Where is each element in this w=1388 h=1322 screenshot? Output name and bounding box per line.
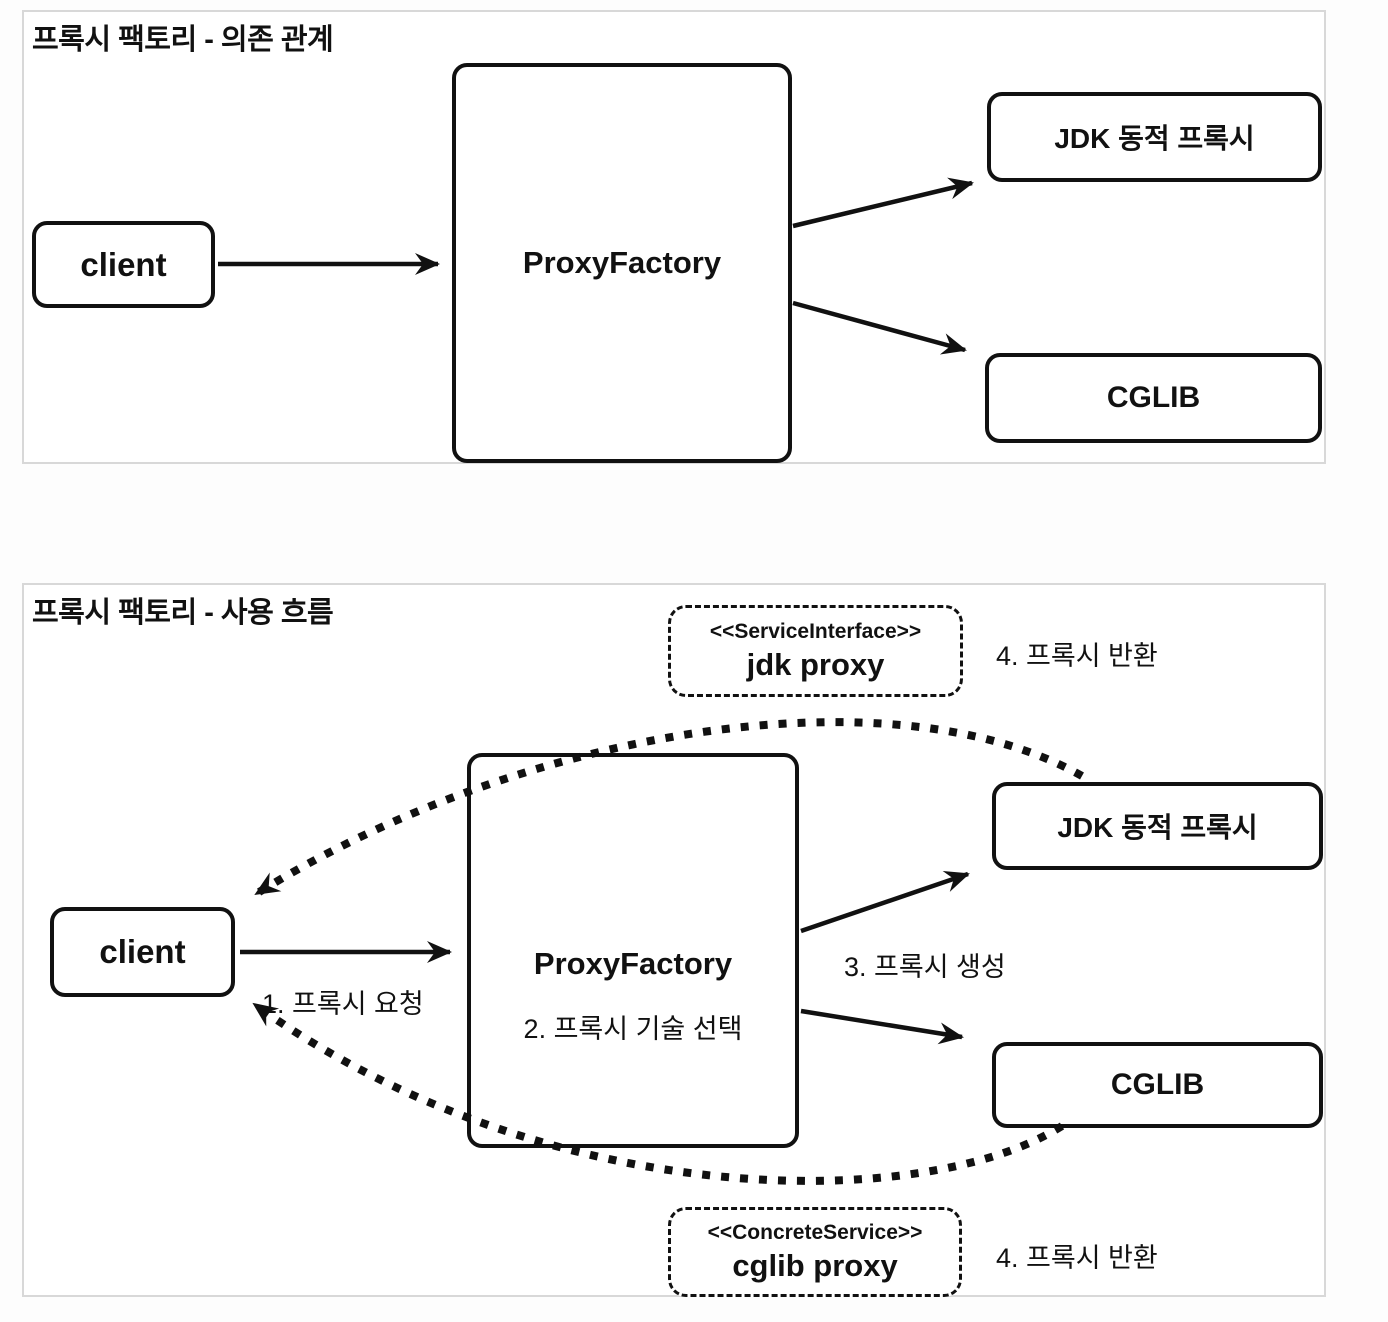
arrow-proxyfactory-create-jdk xyxy=(800,871,970,934)
arrow-proxyfactory-create-cglib xyxy=(800,1008,964,1045)
panel2-jdk-proxy-dashed-box: <<ServiceInterface>> jdk proxy xyxy=(668,605,963,697)
panel1-client-label: client xyxy=(80,245,167,283)
panel2-jdk-box: JDK 동적 프록시 xyxy=(992,782,1323,870)
dotted-arrow-cglib-return-to-client xyxy=(251,1000,1065,1185)
panel2-client-label: client xyxy=(99,933,186,970)
panel2-step4-top-label: 4. 프록시 반환 xyxy=(996,641,1158,671)
panel2-step3-label: 3. 프록시 생성 xyxy=(844,952,1006,982)
panel2-jdk-label: JDK 동적 프록시 xyxy=(1057,812,1258,843)
dotted-arrow-jdk-return-to-client xyxy=(253,718,1084,898)
panel1-jdk-label: JDK 동적 프록시 xyxy=(1054,123,1255,154)
panel2-step1-label: 1. 프록시 요청 xyxy=(262,989,424,1019)
panel2-jdk-proxy-stereotype: <<ServiceInterface>> xyxy=(709,620,922,644)
arrow-proxyfactory-to-jdk xyxy=(792,177,974,229)
panel2-cglib-proxy-name: cglib proxy xyxy=(732,1247,898,1283)
panel2-title: 프록시 팩토리 - 사용 흐름 xyxy=(32,597,334,629)
panel2-client-box: client xyxy=(50,907,235,997)
panel2-proxyfactory-box xyxy=(467,753,799,1148)
panel2-cglib-proxy-stereotype: <<ConcreteService>> xyxy=(707,1221,923,1245)
panel2-step4-bottom-label: 4. 프록시 반환 xyxy=(996,1243,1158,1273)
panel2-cglib-proxy-dashed-box: <<ConcreteService>> cglib proxy xyxy=(668,1207,962,1297)
panel1-proxyfactory-label: ProxyFactory xyxy=(522,245,722,280)
panel2-cglib-label: CGLIB xyxy=(1110,1068,1205,1101)
panel2-proxyfactory-label: ProxyFactory xyxy=(533,946,733,981)
arrow-proxyfactory-to-cglib xyxy=(792,300,967,355)
panel1-cglib-box: CGLIB xyxy=(985,353,1322,443)
panel2-cglib-box: CGLIB xyxy=(992,1042,1323,1128)
panel1-jdk-box: JDK 동적 프록시 xyxy=(987,92,1322,182)
panel1-client-box: client xyxy=(32,221,215,308)
panel2-jdk-proxy-name: jdk proxy xyxy=(746,646,885,682)
panel1-proxyfactory-box: ProxyFactory xyxy=(452,63,792,463)
panel1-title: 프록시 팩토리 - 의존 관계 xyxy=(32,24,334,56)
panel2-step2-label: 2. 프록시 기술 선택 xyxy=(523,1014,743,1044)
panel1-cglib-label: CGLIB xyxy=(1106,381,1201,414)
